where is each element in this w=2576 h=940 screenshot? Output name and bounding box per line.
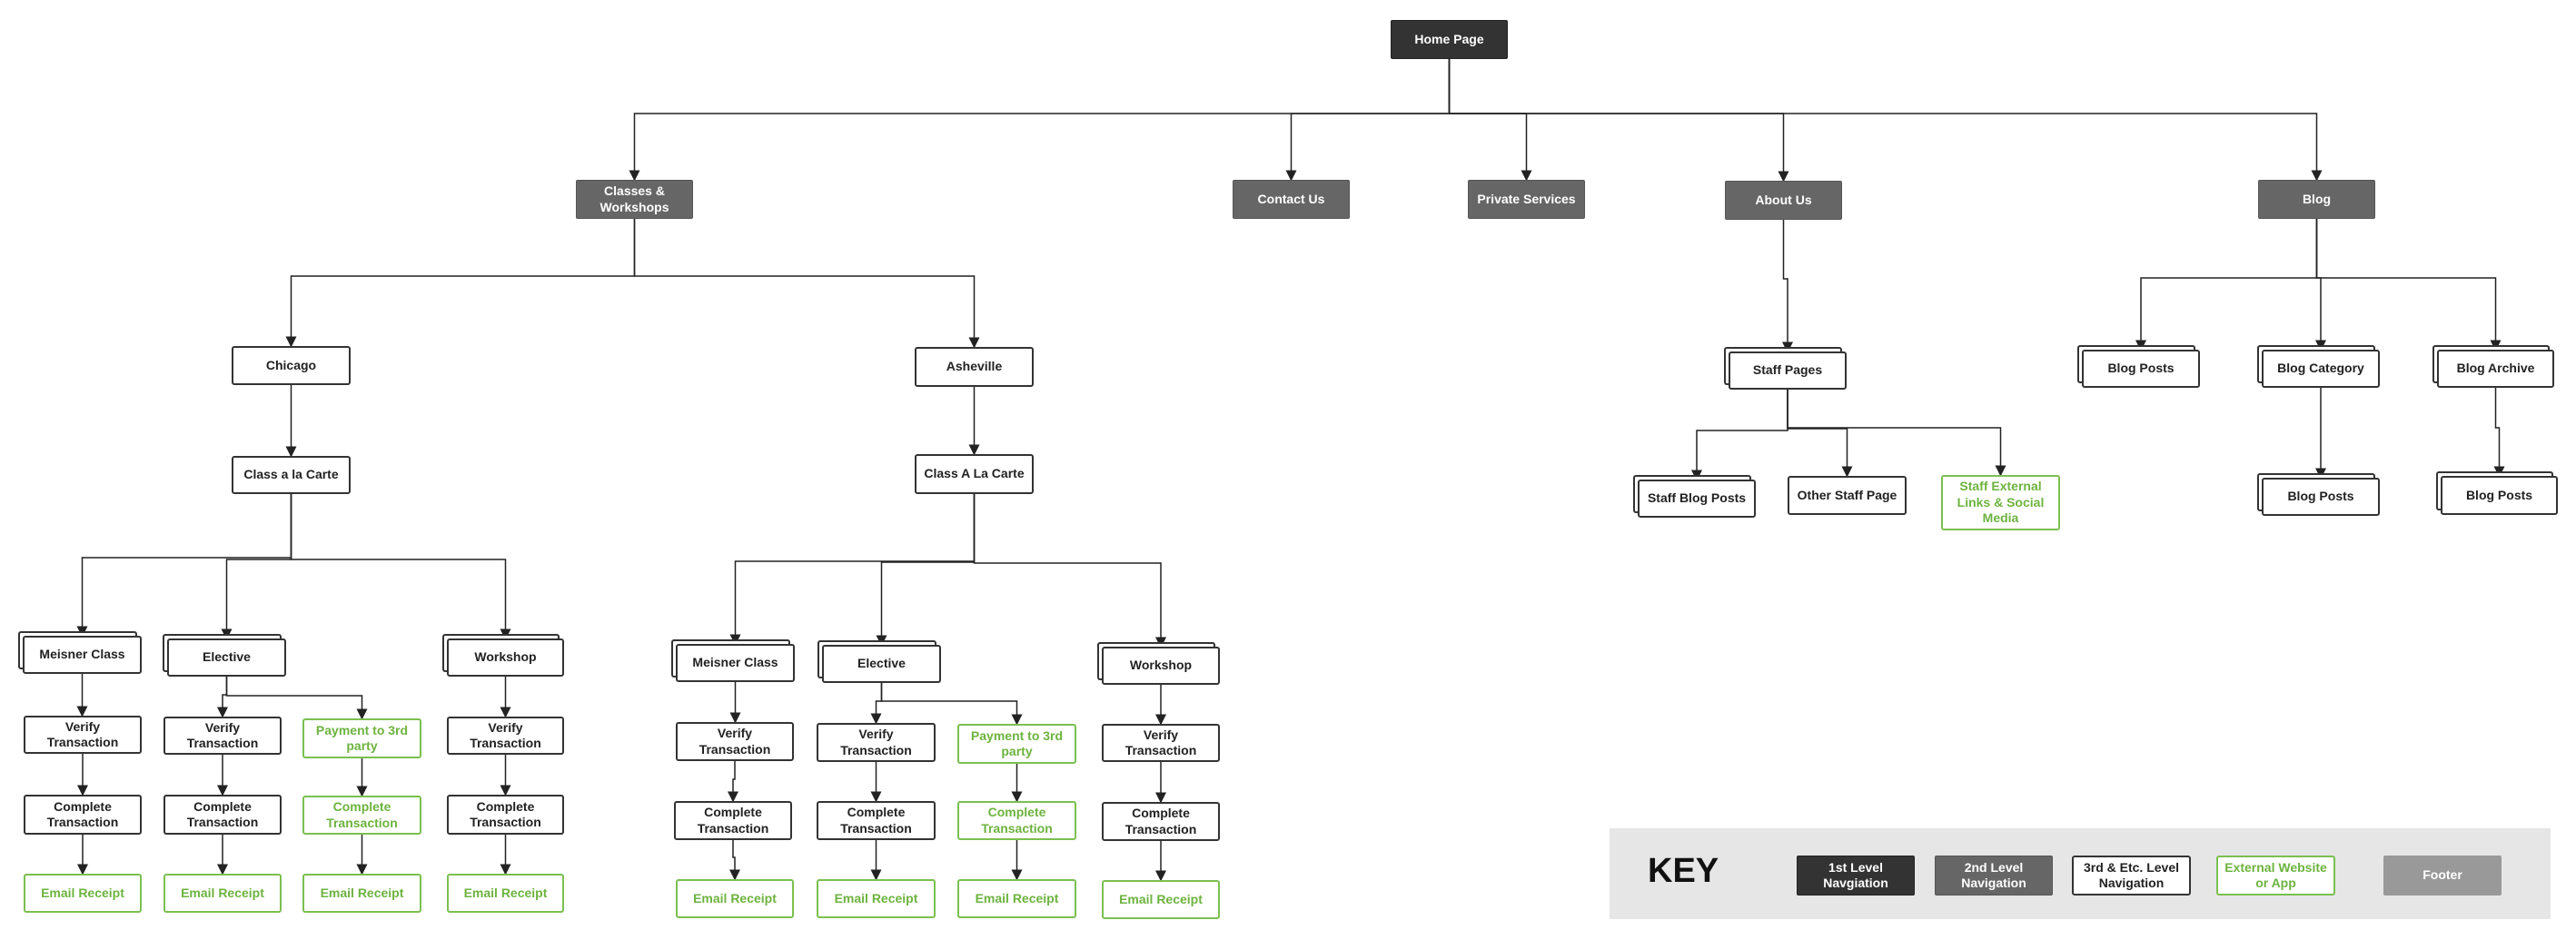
node-chicago-payment-to-3rd-party: Payment to 3rd party: [302, 718, 421, 758]
connector-c_elective-to-c_e_pay: [225, 677, 368, 720]
node-classes-workshops: Classes & Workshops: [576, 180, 693, 219]
connector-chi_carte-to-c_meisner: [76, 494, 292, 638]
legend-level3: 3rd & Etc. Level Navigation: [2072, 856, 2191, 895]
node-chicago-elective-complete-transaction: Complete Transaction: [163, 795, 282, 835]
connector-chi_carte-to-c_elective: [221, 494, 292, 640]
connector-a_elective-to-a_e_pay: [880, 683, 1023, 726]
connector-chi_carte-to-c_workshop: [290, 494, 511, 640]
node-asheville-payment-to-3rd-party: Payment to 3rd party: [957, 724, 1076, 764]
node-asheville-elective-complete-transaction: Complete Transaction: [817, 801, 936, 840]
connector-ash_carte-to-a_meisner: [729, 494, 976, 646]
node-chicago-elective: Elective: [167, 638, 286, 677]
connector-staff_pages-to-staff_blog: [1691, 390, 1788, 481]
node-asheville-elective-email-receipt: Email Receipt: [817, 879, 936, 918]
legend-external: External Website or App: [2216, 856, 2335, 895]
node-asheville-payment-email-receipt: Email Receipt: [957, 879, 1076, 918]
node-blog-archive-posts: Blog Posts: [2441, 476, 2558, 515]
node-staff-external-links: Staff External Links & Social Media: [1941, 475, 2060, 530]
connector-staff_pages-to-other_staff: [1787, 390, 1853, 478]
node-chicago-workshop: Workshop: [447, 638, 564, 677]
node-blog-posts: Blog Posts: [2082, 350, 2200, 388]
connector-about-to-staff_pages: [1782, 220, 1793, 353]
node-other-staff-page: Other Staff Page: [1788, 476, 1907, 515]
connector-ash_carte-to-a_elective: [876, 494, 976, 647]
node-asheville: Asheville: [915, 347, 1034, 387]
node-asheville-meisner-class: Meisner Class: [676, 644, 795, 682]
node-blog-category-posts: Blog Posts: [2262, 478, 2380, 516]
connector-home-to-about: [1448, 59, 1789, 183]
node-asheville-meisner-complete-transaction: Complete Transaction: [674, 801, 792, 840]
connector-home-to-classes: [629, 59, 1451, 182]
node-home-page: Home Page: [1391, 20, 1508, 59]
node-contact-us: Contact Us: [1233, 180, 1350, 219]
node-chicago-meisner-email-receipt: Email Receipt: [24, 874, 142, 913]
node-staff-blog-posts: Staff Blog Posts: [1638, 480, 1756, 518]
node-chicago-payment-complete-transaction: Complete Transaction: [302, 796, 421, 835]
node-asheville-meisner-email-receipt: Email Receipt: [676, 879, 794, 918]
connector-a_elective-to-a_e_verify: [870, 683, 883, 725]
node-asheville-payment-complete-transaction: Complete Transaction: [957, 801, 1076, 840]
connector-a_m_verify-to-a_m_complete: [728, 761, 738, 803]
node-asheville-workshop: Workshop: [1102, 647, 1220, 685]
connector-blog-to-blog_archive: [2315, 219, 2502, 351]
node-asheville-class-a-la-carte: Class A La Carte: [915, 454, 1034, 494]
connector-blog-to-blog_posts: [2135, 219, 2318, 351]
connector-home-to-private: [1448, 59, 1532, 182]
node-blog-archive: Blog Archive: [2437, 350, 2554, 388]
connector-home-to-blog: [1448, 59, 2323, 182]
legend-level2: 2nd Level Navigation: [1935, 856, 2053, 895]
node-asheville-workshop-complete-transaction: Complete Transaction: [1102, 802, 1220, 841]
legend-level1: 1st Level Navgiation: [1797, 856, 1915, 895]
node-chicago-class-a-la-carte: Class a la Carte: [232, 456, 351, 494]
node-chicago-workshop-verify-transaction: Verify Transaction: [447, 717, 564, 755]
node-chicago-workshop-email-receipt: Email Receipt: [447, 874, 564, 913]
connector-blog_archive-to-arch_posts: [2493, 388, 2505, 478]
node-blog: Blog: [2258, 180, 2375, 219]
node-blog-category: Blog Category: [2262, 350, 2380, 388]
connector-staff_pages-to-staff_ext: [1787, 390, 2006, 477]
node-chicago-payment-email-receipt: Email Receipt: [302, 874, 421, 913]
node-chicago-workshop-complete-transaction: Complete Transaction: [447, 795, 564, 835]
node-asheville-elective: Elective: [822, 645, 941, 683]
connector-a_m_complete-to-a_m_email: [729, 840, 740, 881]
node-asheville-meisner-verify-transaction: Verify Transaction: [676, 722, 794, 761]
node-private-services: Private Services: [1468, 180, 1585, 219]
node-about-us: About Us: [1725, 181, 1842, 220]
node-chicago-meisner-class: Meisner Class: [23, 636, 142, 674]
node-chicago: Chicago: [232, 346, 351, 385]
connector-home-to-contact: [1285, 59, 1451, 182]
legend-footer: Footer: [2383, 856, 2502, 895]
node-asheville-workshop-verify-transaction: Verify Transaction: [1102, 724, 1220, 762]
node-chicago-elective-email-receipt: Email Receipt: [163, 874, 282, 913]
connector-ash_carte-to-a_workshop: [973, 494, 1166, 648]
node-chicago-elective-verify-transaction: Verify Transaction: [163, 717, 282, 755]
legend-title: KEY: [1648, 852, 1719, 890]
node-chicago-meisner-verify-transaction: Verify Transaction: [24, 716, 142, 754]
connector-classes-to-asheville: [633, 219, 980, 349]
connector-classes-to-chicago: [285, 219, 636, 348]
node-staff-pages: Staff Pages: [1729, 351, 1847, 390]
node-asheville-workshop-email-receipt: Email Receipt: [1102, 880, 1220, 919]
node-chicago-meisner-complete-transaction: Complete Transaction: [24, 795, 142, 835]
node-asheville-elective-verify-transaction: Verify Transaction: [817, 723, 936, 762]
